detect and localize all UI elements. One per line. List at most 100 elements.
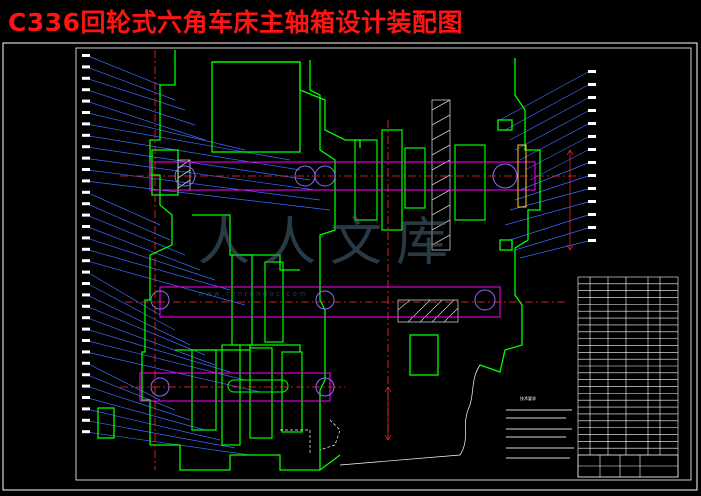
casting-edge-right <box>339 364 481 466</box>
leader-line-left <box>87 420 236 449</box>
gear-8 <box>221 344 241 446</box>
key-slot <box>227 379 289 393</box>
centerlines <box>120 50 580 470</box>
part-number-tag-left <box>82 145 90 149</box>
inner-step-2 <box>175 344 301 352</box>
hatched-sections <box>177 99 459 323</box>
leader-line-left <box>87 146 311 181</box>
part-number-tag-left <box>82 361 90 365</box>
leader-line-left <box>87 352 261 393</box>
leader-line-left <box>87 306 206 356</box>
leader-line-right <box>519 162 589 191</box>
part-number-tag-left <box>82 65 90 69</box>
technical-notes: 技术要求 <box>506 395 574 459</box>
part-number-tag-left <box>82 76 90 80</box>
leader-line-left <box>87 78 186 111</box>
upper-block <box>211 61 301 153</box>
leader-line-left <box>87 409 221 441</box>
leader-line-left <box>87 67 176 101</box>
part-number-tag-right <box>588 187 596 190</box>
leader-line-left <box>87 192 161 226</box>
part-number-tag-left <box>82 133 90 137</box>
part-number-tag-left <box>82 122 90 126</box>
hatch-gear-upper <box>431 99 451 251</box>
part-number-tag-left <box>82 270 90 274</box>
leader-lines <box>87 55 589 456</box>
left-cover <box>97 407 115 439</box>
drawing-title: C336回轮式六角车床主轴箱设计装配图 <box>8 8 464 37</box>
part-number-labels <box>82 54 596 434</box>
nut-mid-right <box>499 239 513 251</box>
part-number-tag-left <box>82 384 90 388</box>
leader-line-left <box>87 89 196 126</box>
gear-9 <box>249 347 273 439</box>
leader-line-left <box>87 272 161 316</box>
leader-line-left <box>87 397 206 431</box>
part-number-tag-left <box>82 339 90 342</box>
watermark: 人人文库 w w w . r e n r e n d o c . c o m <box>198 213 448 298</box>
leader-line-right <box>504 201 589 226</box>
hidden-line-1 <box>319 419 341 451</box>
part-number-tag-left <box>82 282 90 285</box>
part-number-tag-left <box>82 190 90 194</box>
part-number-tag-left <box>82 236 90 240</box>
leader-line-left <box>87 112 246 151</box>
part-number-tag-right <box>588 70 596 73</box>
leader-line-left <box>87 329 231 373</box>
part-number-tag-right <box>588 226 596 229</box>
part-number-tag-left <box>82 99 90 103</box>
part-number-tag-right <box>588 83 596 86</box>
gear-1 <box>354 139 378 221</box>
part-number-tag-left <box>82 350 90 354</box>
gear-5 <box>231 254 253 346</box>
gear-2 <box>381 129 403 231</box>
dimensions <box>384 149 574 441</box>
leader-line-right <box>509 214 589 241</box>
part-number-tag-left <box>82 430 90 434</box>
part-number-tag-right <box>588 109 596 112</box>
bearing-g <box>474 289 496 311</box>
middle-wall <box>309 60 336 470</box>
leader-line-right <box>514 110 589 151</box>
gear-3 <box>404 147 426 209</box>
leader-line-left <box>87 203 171 241</box>
leader-line-left <box>87 374 176 411</box>
part-number-tag-left <box>82 259 90 263</box>
notes-lines <box>506 409 574 459</box>
part-number-tag-right <box>588 213 596 216</box>
part-number-tag-left <box>82 54 90 57</box>
leader-line-right <box>529 149 589 181</box>
leader-line-left <box>87 226 201 271</box>
hatch-gear-lower <box>397 299 459 323</box>
leader-line-right <box>509 97 589 141</box>
leader-line-left <box>87 317 216 366</box>
gear-set <box>191 129 486 446</box>
part-number-tag-left <box>82 88 90 92</box>
housing-top-edge <box>141 50 176 445</box>
gear-7 <box>191 349 217 431</box>
bom-table <box>577 276 679 478</box>
leader-line-left <box>87 158 316 191</box>
part-number-tag-left <box>82 373 90 377</box>
part-number-tag-left <box>82 316 90 320</box>
leader-line-left <box>87 124 291 161</box>
nut-upper-right <box>497 119 513 131</box>
part-number-tag-left <box>82 418 90 422</box>
part-number-tag-right <box>588 122 596 125</box>
housing-bottom-left <box>150 444 341 471</box>
notes-heading: 技术要求 <box>520 395 536 401</box>
dimension-arrows <box>384 149 574 441</box>
leader-line-right <box>499 71 589 121</box>
leader-line-left <box>87 386 191 421</box>
hidden-line-2 <box>280 429 311 455</box>
leader-line-right <box>524 136 589 171</box>
part-number-tag-left <box>82 111 90 114</box>
leader-line-right <box>514 175 589 201</box>
bearing-e <box>150 290 170 310</box>
leader-line-left <box>87 260 246 306</box>
part-number-tag-left <box>82 213 90 217</box>
part-number-tag-right <box>588 239 596 242</box>
part-number-tag-left <box>82 304 90 308</box>
part-number-tag-left <box>82 179 90 183</box>
leader-line-left <box>87 101 206 141</box>
